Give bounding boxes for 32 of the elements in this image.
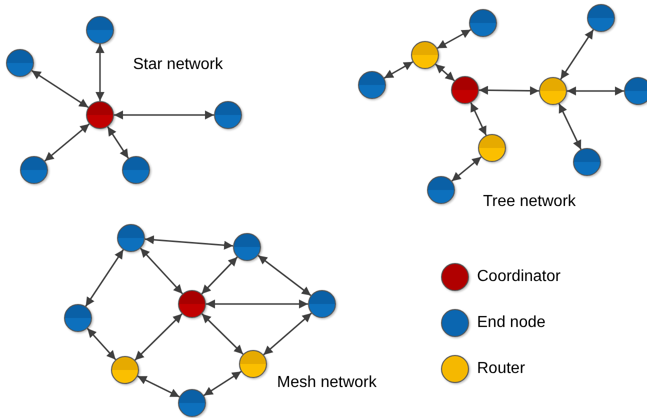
double-arrow (31, 70, 89, 108)
double-arrow (560, 29, 594, 80)
double-arrow (137, 376, 180, 398)
double-arrow (134, 313, 183, 361)
double-arrow (479, 86, 539, 96)
double-arrow (470, 102, 487, 136)
double-arrow (140, 248, 184, 294)
double-arrow (436, 29, 472, 49)
network-title: Mesh network (277, 373, 377, 393)
legend-label: End node (477, 313, 546, 333)
double-arrow (96, 44, 104, 101)
double-arrow (201, 256, 238, 294)
double-arrow (114, 110, 214, 120)
double-arrow (258, 254, 312, 296)
double-arrow (567, 86, 624, 96)
double-arrow (263, 312, 312, 356)
legend-label: Coordinator (477, 267, 561, 287)
double-arrow (85, 249, 124, 307)
double-arrow (44, 123, 90, 162)
double-arrow (558, 103, 582, 150)
double-arrow (451, 156, 482, 182)
double-arrow (203, 370, 242, 396)
double-arrow (144, 235, 234, 250)
network-title: Star network (133, 55, 223, 75)
double-arrow (107, 126, 129, 159)
network-title: Tree network (483, 192, 576, 212)
double-arrow (206, 300, 308, 308)
double-arrow (435, 64, 455, 82)
double-arrow (384, 61, 414, 79)
double-arrow (201, 313, 244, 355)
legend-label: Router (477, 359, 526, 379)
double-arrow (86, 328, 116, 360)
